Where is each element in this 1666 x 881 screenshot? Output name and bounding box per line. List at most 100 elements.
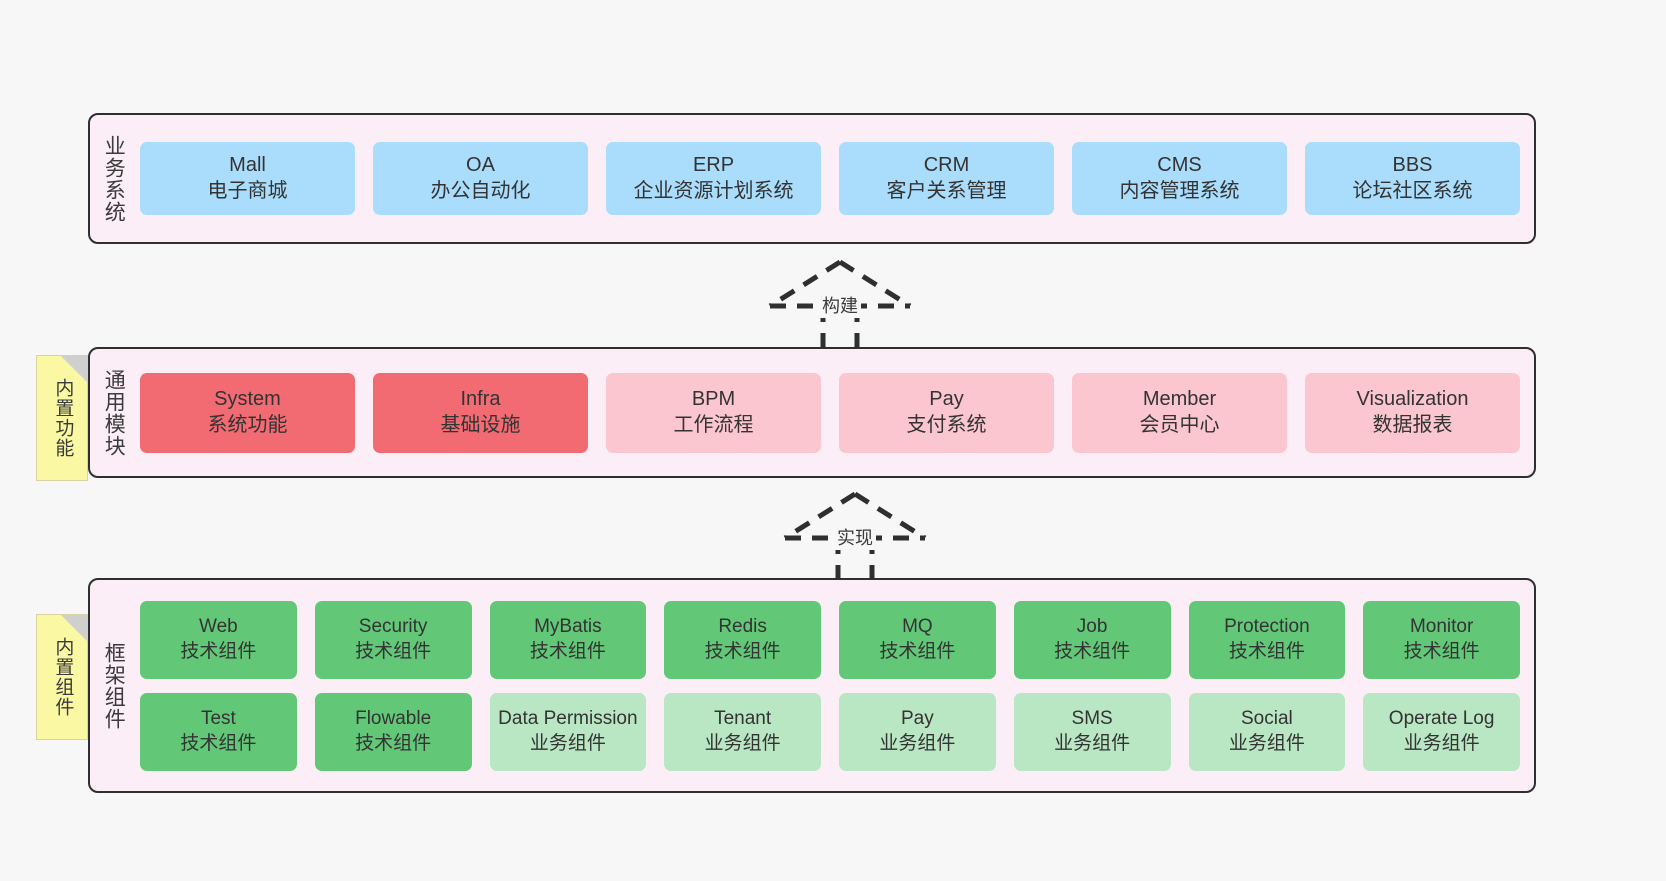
layer-body-common-module: System 系统功能 Infra 基础设施 BPM 工作流程 Pay 支付系统… xyxy=(136,349,1534,476)
node-infra[interactable]: Infra 基础设施 xyxy=(373,372,588,453)
node-title-cn: 内容管理系统 xyxy=(1119,179,1240,202)
node-mq[interactable]: MQ 技术组件 xyxy=(839,600,996,679)
folded-corner-icon xyxy=(61,615,87,641)
node-title-en: Flowable xyxy=(355,708,432,730)
node-bbs[interactable]: BBS 论坛社区系统 xyxy=(1305,142,1520,215)
node-title-en: SMS xyxy=(1071,708,1113,730)
node-title-en: Visualization xyxy=(1356,387,1469,410)
node-title-cn: 业务组件 xyxy=(1228,732,1305,754)
node-title-en: BBS xyxy=(1392,153,1433,176)
note-built-in-component[interactable]: 内置组件 xyxy=(36,614,88,740)
node-mybatis[interactable]: MyBatis 技术组件 xyxy=(489,600,647,679)
connector-build-label: 构建 xyxy=(819,292,861,318)
node-title-en: Redis xyxy=(718,616,767,638)
node-title-en: Test xyxy=(200,708,236,730)
node-title-en: Mall xyxy=(229,153,266,176)
node-title-cn: 支付系统 xyxy=(906,413,987,436)
note-label: 内置功能 xyxy=(52,378,74,458)
node-title-en: Monitor xyxy=(1409,616,1474,638)
node-title-en: Operate Log xyxy=(1388,708,1495,730)
node-title-cn: 技术组件 xyxy=(1054,640,1131,662)
node-title-cn: 企业资源计划系统 xyxy=(633,179,794,202)
node-tenant[interactable]: Tenant 业务组件 xyxy=(664,692,821,771)
node-title-en: CRM xyxy=(923,153,970,176)
node-title-cn: 技术组件 xyxy=(180,640,257,662)
node-title-cn: 工作流程 xyxy=(673,413,754,436)
node-title-cn: 技术组件 xyxy=(879,640,956,662)
node-sms[interactable]: SMS 业务组件 xyxy=(1013,692,1171,771)
node-title-en: Tenant xyxy=(714,708,772,730)
node-title-en: Pay xyxy=(901,708,934,730)
node-title-en: Security xyxy=(358,616,428,638)
node-title-cn: 会员中心 xyxy=(1139,413,1220,436)
node-title-en: Pay xyxy=(929,387,964,410)
node-mall[interactable]: Mall 电子商城 xyxy=(140,142,355,215)
node-cms[interactable]: CMS 内容管理系统 xyxy=(1072,142,1287,215)
node-title-cn: 基础设施 xyxy=(440,413,521,436)
node-social[interactable]: Social 业务组件 xyxy=(1188,692,1346,771)
layer-business-system: 业务系统 Mall 电子商城 OA 办公自动化 ERP 企业资源计划系统 CRM… xyxy=(88,113,1536,244)
folded-corner-icon xyxy=(61,356,87,382)
node-title-en: Data Permission xyxy=(498,708,638,730)
node-title-cn: 业务组件 xyxy=(1403,732,1480,754)
node-protection[interactable]: Protection 技术组件 xyxy=(1188,600,1346,679)
node-monitor[interactable]: Monitor 技术组件 xyxy=(1363,600,1520,679)
node-title-en: CMS xyxy=(1157,153,1202,176)
node-title-en: MQ xyxy=(902,616,933,638)
node-title-cn: 办公自动化 xyxy=(430,179,531,202)
node-title-cn: 技术组件 xyxy=(704,640,781,662)
row: Web 技术组件 Security 技术组件 MyBatis 技术组件 Redi… xyxy=(140,600,1520,679)
node-operate-log[interactable]: Operate Log 业务组件 xyxy=(1363,692,1520,771)
node-title-cn: 系统功能 xyxy=(207,413,288,436)
node-title-cn: 技术组件 xyxy=(355,640,432,662)
connector-implement: 实现 xyxy=(775,490,935,584)
node-redis[interactable]: Redis 技术组件 xyxy=(664,600,821,679)
node-title-cn: 客户关系管理 xyxy=(886,179,1007,202)
node-pay[interactable]: Pay 支付系统 xyxy=(839,372,1054,453)
layer-body-framework-component: Web 技术组件 Security 技术组件 MyBatis 技术组件 Redi… xyxy=(136,580,1534,791)
node-title-en: Member xyxy=(1142,387,1217,410)
node-oa[interactable]: OA 办公自动化 xyxy=(373,142,588,215)
node-bpm[interactable]: BPM 工作流程 xyxy=(606,372,821,453)
node-title-cn: 电子商城 xyxy=(207,179,288,202)
node-title-cn: 业务组件 xyxy=(529,732,606,754)
node-crm[interactable]: CRM 客户关系管理 xyxy=(839,142,1054,215)
node-flowable[interactable]: Flowable 技术组件 xyxy=(314,692,472,771)
node-title-cn: 技术组件 xyxy=(1403,640,1480,662)
node-test[interactable]: Test 技术组件 xyxy=(140,692,297,771)
node-job[interactable]: Job 技术组件 xyxy=(1013,600,1171,679)
node-title-en: System xyxy=(214,387,281,410)
note-built-in-function[interactable]: 内置功能 xyxy=(36,355,88,481)
node-visualization[interactable]: Visualization 数据报表 xyxy=(1305,372,1520,453)
node-erp[interactable]: ERP 企业资源计划系统 xyxy=(606,142,821,215)
node-title-cn: 业务组件 xyxy=(879,732,956,754)
node-title-cn: 技术组件 xyxy=(1228,640,1305,662)
node-title-cn: 业务组件 xyxy=(704,732,781,754)
node-system[interactable]: System 系统功能 xyxy=(140,372,355,453)
layer-title-common-module: 通用模块 xyxy=(102,368,126,457)
node-title-en: Social xyxy=(1241,708,1293,730)
node-member[interactable]: Member 会员中心 xyxy=(1072,372,1287,453)
connector-implement-label: 实现 xyxy=(834,524,876,550)
layer-title-business-system: 业务系统 xyxy=(102,134,126,223)
node-title-en: MyBatis xyxy=(534,616,602,638)
note-label: 内置组件 xyxy=(52,637,74,717)
node-pay-business[interactable]: Pay 业务组件 xyxy=(839,692,996,771)
node-web[interactable]: Web 技术组件 xyxy=(140,600,297,679)
node-title-cn: 技术组件 xyxy=(529,640,606,662)
layer-common-module: 通用模块 System 系统功能 Infra 基础设施 BPM 工作流程 Pay… xyxy=(88,347,1536,478)
row: Mall 电子商城 OA 办公自动化 ERP 企业资源计划系统 CRM 客户关系… xyxy=(140,142,1520,215)
node-title-cn: 技术组件 xyxy=(180,732,257,754)
node-title-en: Protection xyxy=(1224,616,1310,638)
node-title-en: OA xyxy=(466,153,495,176)
row: System 系统功能 Infra 基础设施 BPM 工作流程 Pay 支付系统… xyxy=(140,372,1520,453)
node-security[interactable]: Security 技术组件 xyxy=(314,600,472,679)
node-title-en: Infra xyxy=(460,387,501,410)
row: Test 技术组件 Flowable 技术组件 Data Permission … xyxy=(140,692,1520,771)
node-title-en: Web xyxy=(199,616,238,638)
layer-body-business-system: Mall 电子商城 OA 办公自动化 ERP 企业资源计划系统 CRM 客户关系… xyxy=(136,115,1534,242)
node-data-permission[interactable]: Data Permission 业务组件 xyxy=(489,692,647,771)
node-title-cn: 技术组件 xyxy=(355,732,432,754)
node-title-cn: 数据报表 xyxy=(1372,413,1453,436)
node-title-en: ERP xyxy=(692,153,735,176)
